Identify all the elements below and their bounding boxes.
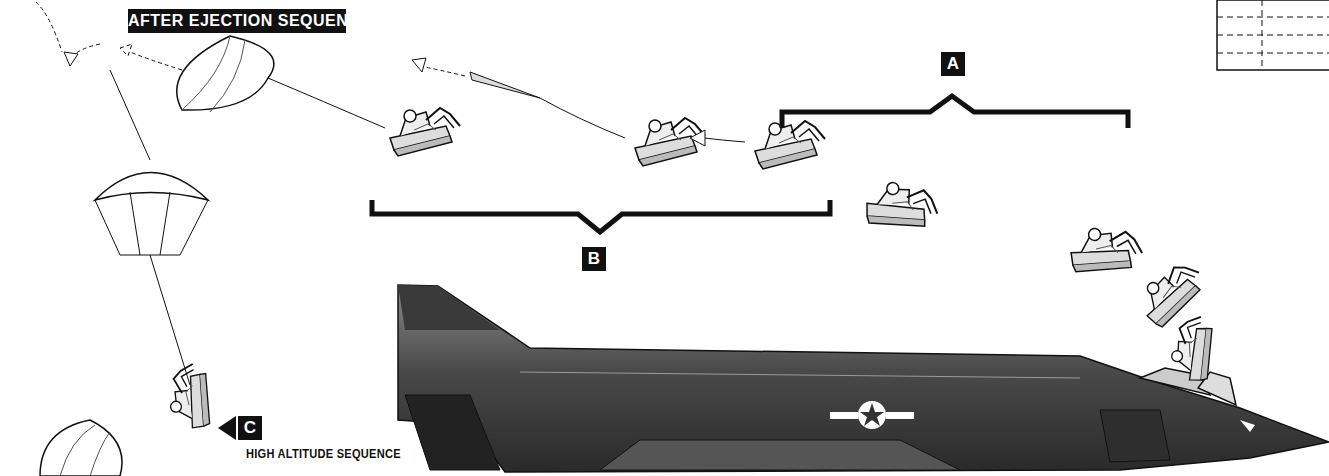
caption-text: HIGH ALTITUDE SEQUENCE [246, 446, 401, 461]
callout-box: C [238, 416, 262, 440]
jet-aircraft [398, 285, 1329, 472]
grid-box [1217, 0, 1329, 70]
bracket-a [782, 96, 1128, 128]
callout-box: A [941, 52, 965, 76]
bracket-b [372, 200, 830, 232]
title-bar: AFTER EJECTION SEQUENCE [128, 9, 346, 33]
ejection-seat-sequence [36, 2, 1226, 476]
callout-letter: A [947, 54, 959, 74]
callout-letter: B [588, 249, 600, 269]
callout-box: B [582, 247, 606, 271]
callout-letter: C [244, 418, 256, 438]
